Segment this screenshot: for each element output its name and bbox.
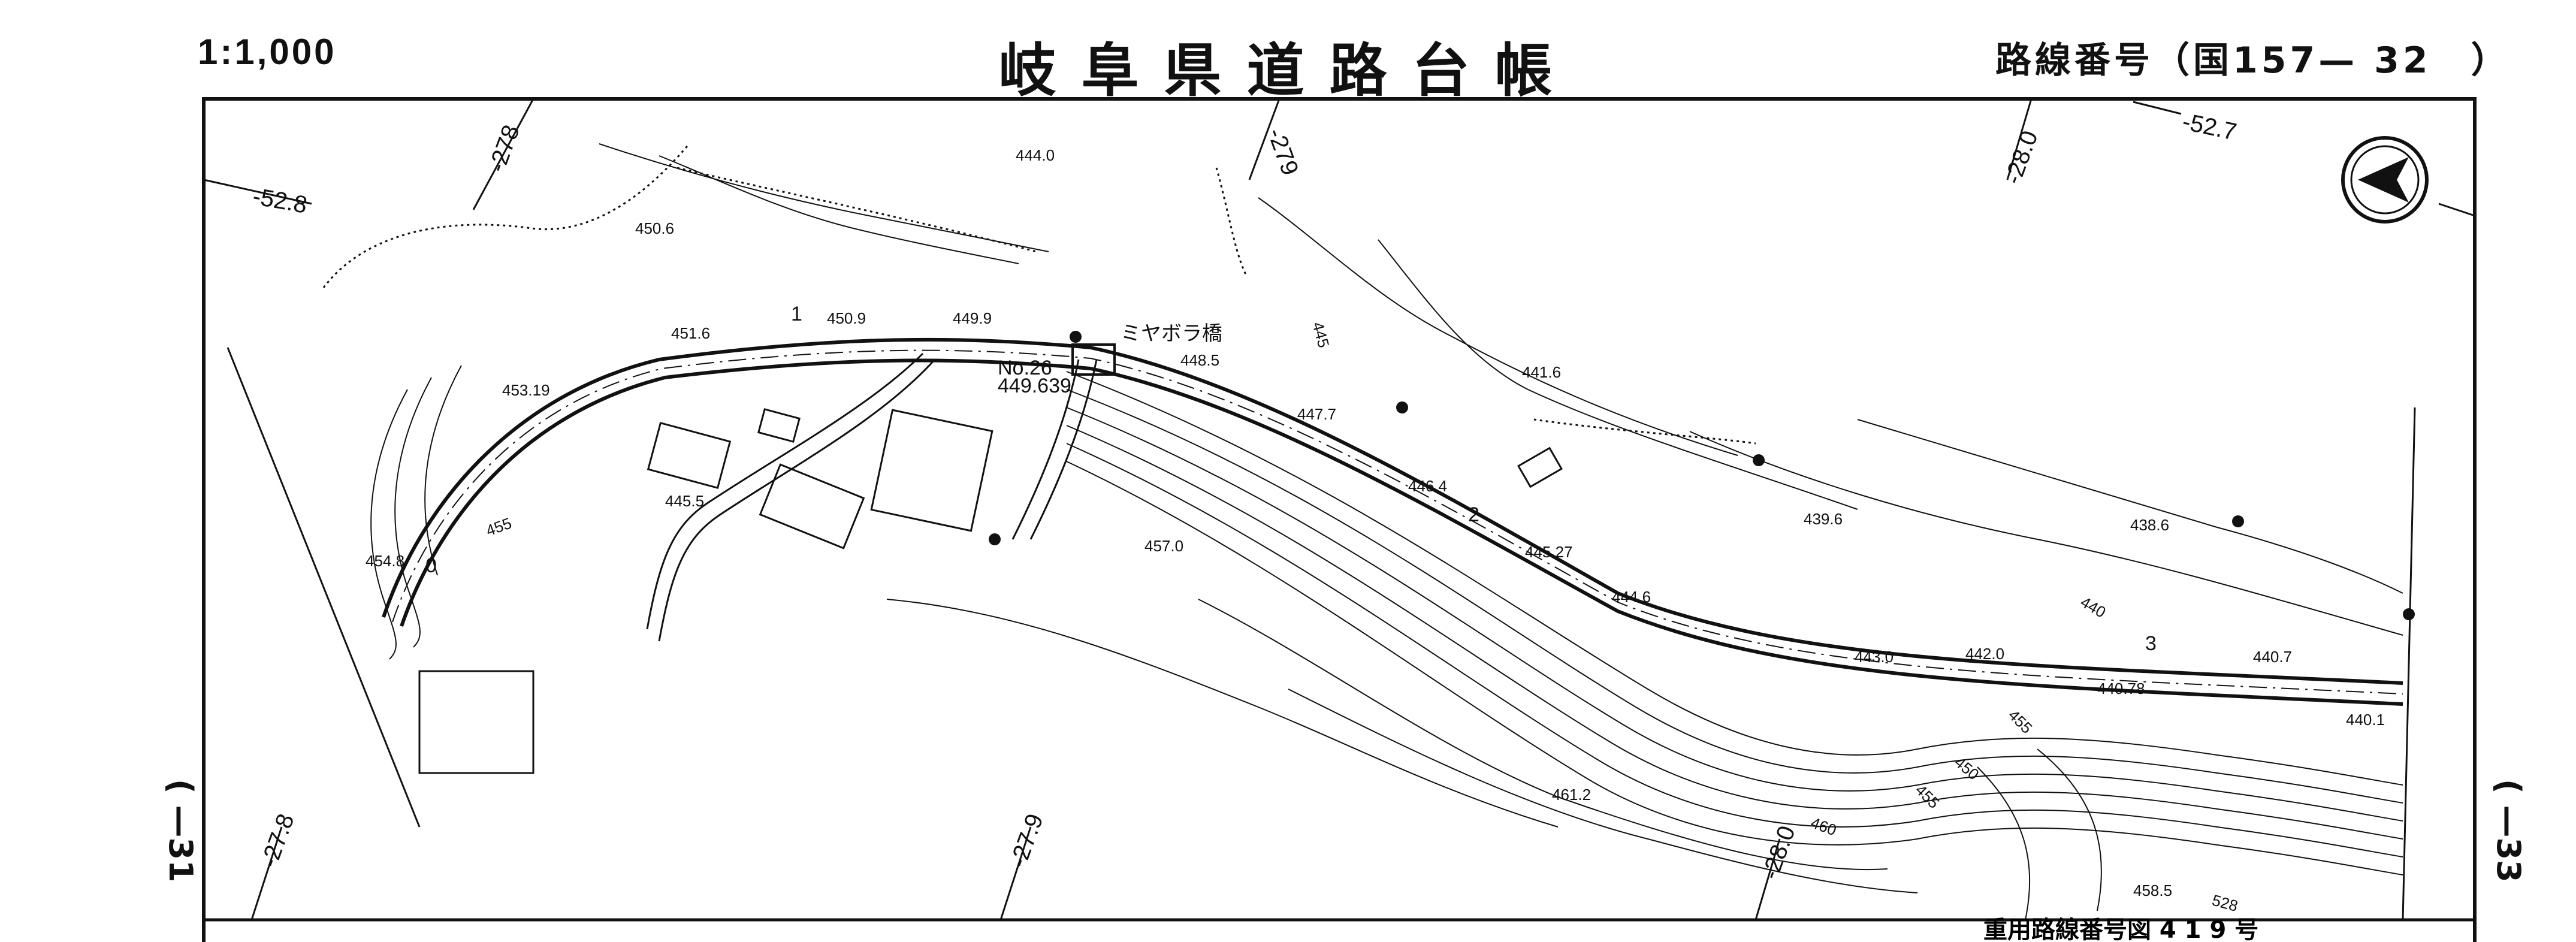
spot-height: 438.6	[2130, 516, 2169, 534]
spot-height: 445.27	[1525, 543, 1573, 561]
spot-height: 450.6	[635, 219, 674, 237]
spot-height: 440.7	[2253, 648, 2292, 666]
bottom-note: 重用路線番号図 4 1 9 号	[1983, 916, 2258, 942]
spot-height: 448.5	[1180, 351, 1219, 369]
svg-text:445: 445	[1309, 320, 1333, 350]
spot-height: 445.5	[665, 492, 704, 510]
spot-height: 450.9	[827, 309, 866, 327]
spot-height: 449.9	[953, 309, 992, 327]
coord-label: -278	[484, 122, 525, 176]
map-scale: 1:1,000	[198, 32, 337, 72]
spot-height: 440.78	[2097, 680, 2145, 698]
survey-points	[989, 331, 2415, 620]
coordinate-grid	[203, 98, 2475, 920]
svg-text:528: 528	[2210, 891, 2240, 915]
sheet-boundary	[227, 347, 2416, 920]
spot-height: 461.2	[1552, 786, 1591, 804]
buildings	[418, 408, 1563, 774]
land-boundaries	[322, 143, 1756, 445]
coord-label: -52.8	[250, 183, 309, 219]
coord-label: -279	[1263, 125, 1304, 179]
station-elevation: 449.639	[998, 375, 1071, 397]
map-frame	[202, 97, 2477, 942]
route-number: 路線番号（国157— 32 ）	[1995, 40, 2511, 81]
spot-height: 457.0	[1144, 537, 1183, 555]
spot-height: 440.1	[2346, 711, 2385, 729]
spot-height: 446.4	[1408, 477, 1447, 495]
north-arrow-icon	[2341, 136, 2429, 224]
side-roads	[646, 352, 1098, 642]
svg-text:455: 455	[484, 514, 514, 540]
svg-text:2: 2	[1468, 503, 1479, 526]
svg-text:455: 455	[2005, 706, 2036, 737]
coord-label: -28.0	[2000, 127, 2043, 188]
bridge-icon	[1071, 343, 1116, 376]
map-title: 岐阜県道路台帳	[998, 37, 1578, 104]
svg-text:460: 460	[1808, 813, 1839, 839]
spot-height: 453.19	[502, 381, 550, 399]
svg-text:1: 1	[791, 303, 802, 325]
spot-heights: 444.0 450.6 451.6 450.9 449.9 448.5 453.…	[366, 146, 2385, 899]
bridge-name: ミヤボラ橋	[1121, 322, 1222, 345]
station-name: No.26	[998, 357, 1052, 379]
contour-lines	[370, 143, 2403, 920]
coord-label: -27.9	[1005, 810, 1049, 871]
kilometer-markers: 1 2 3 0	[425, 303, 2157, 655]
left-sheet-reference: ( —31	[162, 779, 200, 883]
right-sheet-reference: ( —33	[2490, 779, 2527, 883]
coordinate-labels: -52.8 -278 -279 -28.0 -52.7 -27.8 -27.9 …	[250, 108, 2239, 883]
spot-height: 447.7	[1297, 405, 1336, 423]
road	[382, 337, 2403, 706]
spot-height: 458.5	[2133, 881, 2172, 899]
svg-text:440: 440	[2077, 593, 2109, 621]
spot-height: 451.6	[671, 324, 710, 342]
spot-height: 442.0	[1965, 645, 2004, 663]
coord-label: -27.8	[256, 810, 300, 871]
spot-height: 454.8	[366, 552, 404, 570]
spot-height: 444.6	[1612, 588, 1651, 606]
coord-label: -28.0	[1757, 822, 1801, 883]
spot-height: 444.0	[1016, 146, 1055, 164]
svg-text:3: 3	[2145, 632, 2157, 655]
spot-height: 443.0	[1855, 648, 1894, 666]
coord-label: -52.7	[2180, 108, 2239, 146]
spot-height: 441.6	[1522, 363, 1561, 381]
contour-labels: 445 455 440 455 450 455 460 528	[484, 320, 2240, 915]
svg-text:0: 0	[425, 554, 437, 577]
spot-height: 439.6	[1804, 510, 1843, 528]
